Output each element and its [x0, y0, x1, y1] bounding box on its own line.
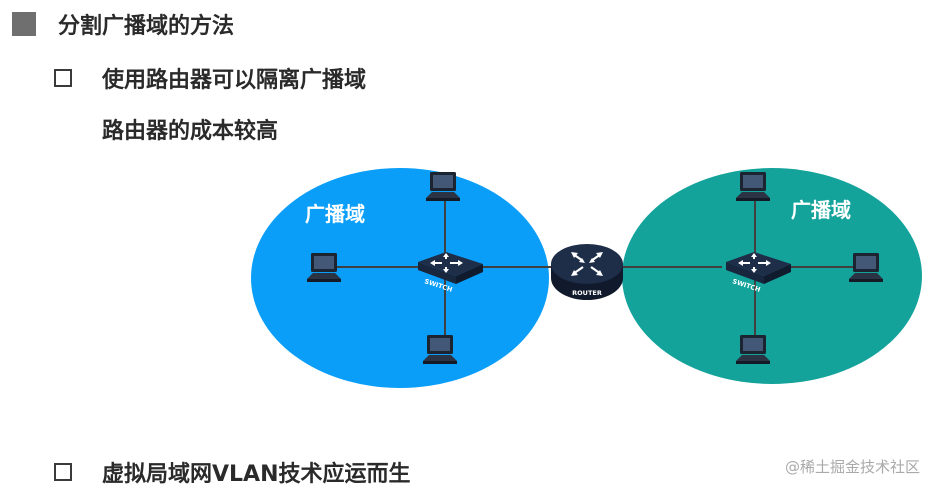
pc-icon — [849, 253, 883, 282]
bullet-item-2: 虚拟局域网VLAN技术应运而生 — [54, 456, 410, 488]
watermark: @稀土掘金技术社区 — [784, 458, 920, 476]
heading-title: 分割广播域的方法 — [58, 14, 235, 39]
pc-icon — [307, 253, 341, 282]
left-domain-label: 广播域 — [305, 202, 365, 226]
heading-square-icon — [12, 12, 36, 36]
bullet-item-1: 使用路由器可以隔离广播域 — [54, 62, 366, 94]
pc-icon — [736, 172, 770, 201]
bullet-text: 虚拟局域网VLAN技术应运而生 — [102, 462, 411, 487]
left-broadcast-domain — [251, 168, 549, 388]
router-label: ROUTER — [572, 289, 602, 297]
section-heading: 分割广播域的方法 — [12, 8, 234, 40]
pc-icon — [426, 172, 460, 201]
bullet-subtext: 路由器的成本较高 — [102, 119, 279, 144]
right-domain-label: 广播域 — [791, 198, 851, 222]
bullet-square-icon — [54, 69, 72, 87]
bullet-square-icon — [54, 463, 72, 481]
pc-icon — [736, 335, 770, 364]
pc-icon — [423, 335, 457, 364]
bullet-text: 使用路由器可以隔离广播域 — [102, 68, 367, 93]
network-links — [330, 195, 860, 342]
